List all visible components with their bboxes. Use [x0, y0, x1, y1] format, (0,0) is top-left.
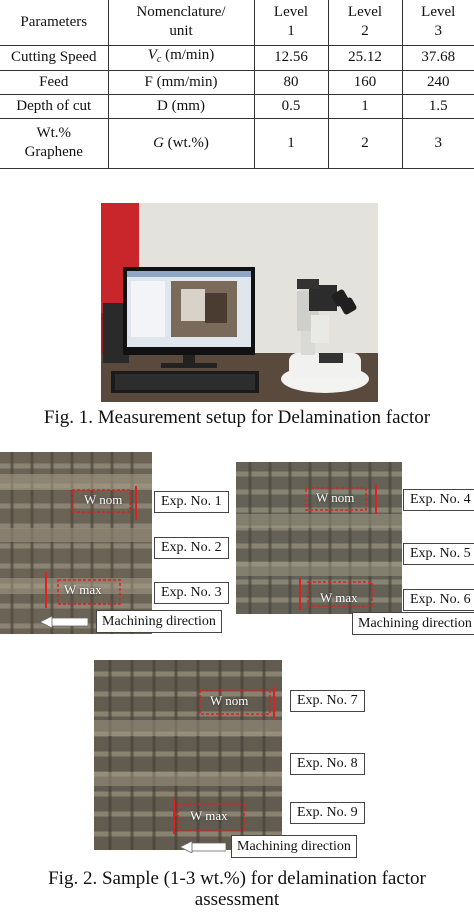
param-cell: Cutting Speed	[0, 44, 109, 71]
parameter-table: Parameters Nomenclature/ unit Level 1 Le…	[0, 0, 474, 169]
figure-1-caption: Fig. 1. Measurement setup for Delaminati…	[43, 407, 431, 428]
level-cell: 80	[253, 69, 329, 95]
table-row: Depth of cut D (mm) 0.5 1 1.5	[0, 93, 474, 119]
level-cell: 1	[253, 117, 329, 169]
table-row: Cutting Speed Vc (m/min) 12.56 25.12 37.…	[0, 44, 474, 71]
table-header-row: Parameters Nomenclature/ unit Level 1 Le…	[0, 0, 474, 46]
w-nom-label: W nom	[84, 492, 123, 507]
header-level-1: Level 1	[253, 0, 329, 46]
level-cell: 12.56	[253, 44, 329, 71]
exp-label-7: Exp. No. 7	[290, 690, 365, 712]
exp-label-8: Exp. No. 8	[290, 753, 365, 775]
level-cell: 25.12	[327, 44, 403, 71]
w-max-label: W max	[320, 590, 358, 605]
header-level-2: Level 2	[327, 0, 403, 46]
exp-label-6: Exp. No. 6	[403, 589, 474, 611]
machining-direction-arrow-icon	[40, 616, 88, 628]
unit-cell: G (wt.%)	[107, 117, 255, 169]
level-cell: 1.5	[401, 93, 474, 119]
exp-label-5: Exp. No. 5	[403, 543, 474, 565]
machining-direction-label: Machining direction	[352, 612, 474, 635]
exp-label-3: Exp. No. 3	[154, 582, 229, 604]
table-row: Feed F (mm/min) 80 160 240	[0, 69, 474, 95]
sample-panel-exp-7-9	[94, 660, 282, 850]
figure-2-caption: Fig. 2. Sample (1-3 wt.%) for delaminati…	[48, 868, 426, 910]
w-max-label: W max	[64, 582, 102, 597]
level-cell: 240	[401, 69, 474, 95]
sample-panel-exp-4-6	[236, 462, 402, 614]
level-cell: 0.5	[253, 93, 329, 119]
level-cell: 37.68	[401, 44, 474, 71]
unit-cell: F (mm/min)	[107, 69, 255, 95]
header-parameters: Parameters	[0, 0, 109, 46]
exp-label-2: Exp. No. 2	[154, 537, 229, 559]
level-cell: 1	[327, 93, 403, 119]
unit-cell: Vc (m/min)	[107, 44, 255, 71]
level-cell: 160	[327, 69, 403, 95]
exp-label-4: Exp. No. 4	[403, 489, 474, 511]
param-cell: Feed	[0, 69, 109, 95]
machining-direction-label: Machining direction	[96, 610, 222, 633]
machining-direction-label: Machining direction	[231, 835, 357, 858]
level-cell: 2	[327, 117, 403, 169]
table-row: Wt.% Graphene G (wt.%) 1 2 3	[0, 117, 474, 169]
measurement-setup-photo	[101, 203, 378, 402]
machining-direction-arrow-icon	[180, 841, 226, 853]
level-cell: 3	[401, 117, 474, 169]
header-level-3: Level 3	[401, 0, 474, 46]
exp-label-9: Exp. No. 9	[290, 802, 365, 824]
w-max-label: W max	[190, 808, 228, 823]
param-cell: Depth of cut	[0, 93, 109, 119]
w-nom-label: W nom	[210, 693, 249, 708]
sample-panel-exp-1-3	[0, 452, 152, 634]
w-nom-label: W nom	[316, 490, 355, 505]
unit-cell: D (mm)	[107, 93, 255, 119]
exp-label-1: Exp. No. 1	[154, 491, 229, 513]
param-cell: Wt.% Graphene	[0, 117, 109, 169]
header-nomenclature: Nomenclature/ unit	[107, 0, 255, 46]
